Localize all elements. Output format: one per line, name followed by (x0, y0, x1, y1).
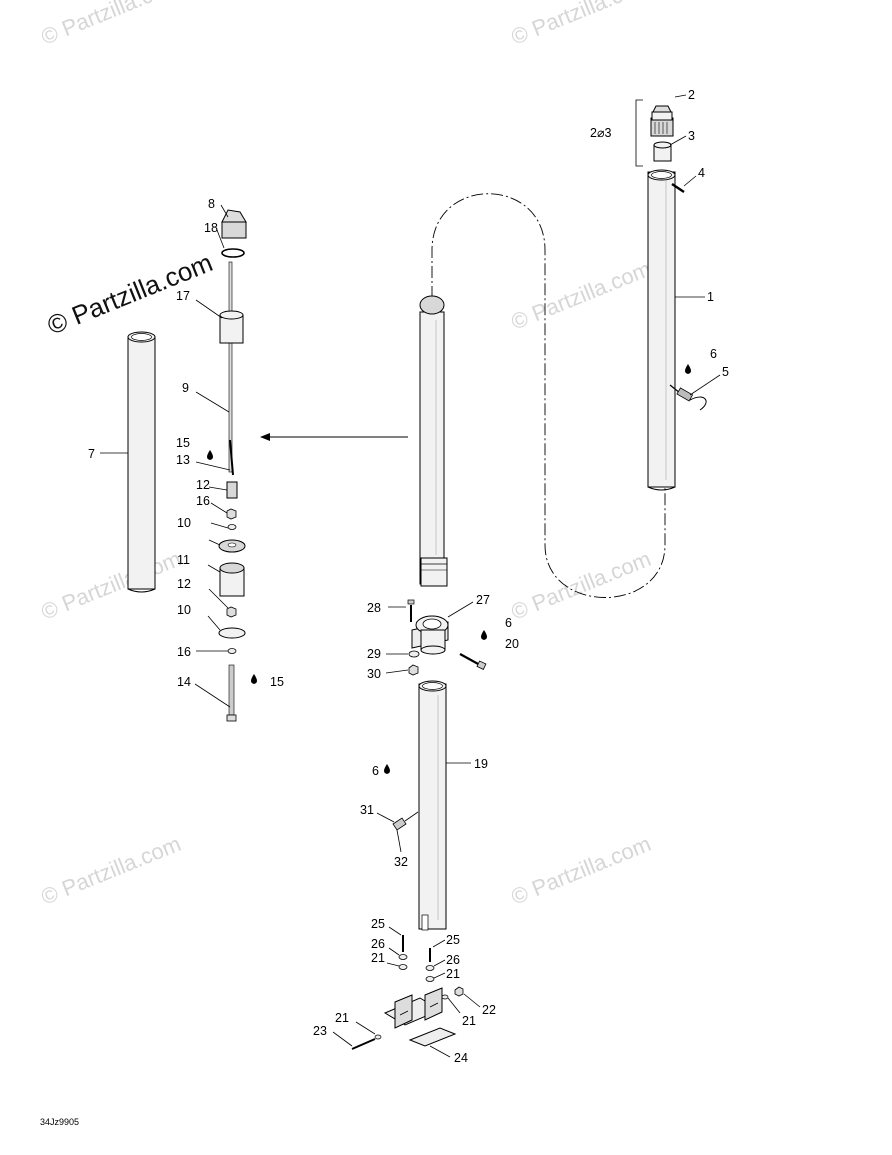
lubricant-drop-icon (685, 364, 691, 374)
callout-26: 26 (371, 937, 385, 951)
bolt-20 (459, 653, 487, 670)
tube-7 (127, 331, 156, 593)
inner-tube (419, 295, 448, 587)
callout-10: 10 (177, 516, 191, 530)
housing-27 (411, 615, 449, 655)
callout-14: 14 (177, 675, 191, 689)
screw-28 (407, 599, 415, 622)
callout-23: 23 (313, 1024, 327, 1038)
lubricant-drop-icon (481, 630, 487, 640)
callout-27: 27 (476, 593, 490, 607)
watermark-text: © Partzilla.com (508, 256, 655, 335)
callout-32: 32 (394, 855, 408, 869)
callout-2o3: 2⌀3 (590, 126, 611, 140)
bolt-23 (351, 1034, 382, 1050)
callout-24: 24 (454, 1051, 468, 1065)
callout-labels: 2 2⌀3 3 4 1 6 5 8 18 17 9 7 15 13 12 16 … (88, 88, 729, 1065)
o-ring-18 (221, 248, 245, 258)
direction-arrow (260, 433, 408, 441)
watermark-text: © Partzilla.com (508, 546, 655, 625)
watermark-text: © Partzilla.com (38, 831, 185, 910)
lubricant-drop-icon (207, 450, 213, 460)
connection-loop (431, 193, 666, 598)
callout-8: 8 (208, 197, 215, 211)
callout-6: 6 (710, 347, 717, 361)
callout-19: 19 (474, 757, 488, 771)
disc-10a (218, 539, 246, 553)
cap-8 (221, 209, 247, 239)
washer-16b (227, 648, 237, 654)
callout-30: 30 (367, 667, 381, 681)
callout-21: 21 (462, 1014, 476, 1028)
cylinder-11 (219, 562, 245, 597)
nut-12a (226, 508, 237, 520)
nut-30 (408, 664, 419, 676)
cap-2 (650, 105, 674, 137)
callout-12: 12 (177, 577, 191, 591)
callout-29: 29 (367, 647, 381, 661)
callout-22: 22 (482, 1003, 496, 1017)
tube-1 (647, 169, 676, 491)
washers-left (398, 954, 408, 970)
callout-5: 5 (722, 365, 729, 379)
lubricant-drop-icon (384, 764, 390, 774)
callout-21: 21 (446, 967, 460, 981)
bolt-14 (226, 664, 237, 722)
bushing-17 (219, 310, 244, 344)
screw-4 (671, 182, 685, 194)
callout-20: 20 (505, 637, 519, 651)
callout-9: 9 (182, 381, 189, 395)
callout-4: 4 (698, 166, 705, 180)
callout-16: 16 (177, 645, 191, 659)
washer-16a (227, 524, 237, 530)
callout-1: 1 (707, 290, 714, 304)
diagram-code: 34Jz9905 (40, 1117, 79, 1127)
callout-18: 18 (204, 221, 218, 235)
nut-13 (226, 481, 238, 499)
callout-16: 16 (196, 494, 210, 508)
washers-right (425, 965, 435, 982)
callout-15: 15 (270, 675, 284, 689)
callout-28: 28 (367, 601, 381, 615)
watermark-text: © Partzilla.com (38, 0, 185, 50)
bracket-2o3 (635, 99, 643, 167)
callout-6: 6 (505, 616, 512, 630)
callout-25: 25 (446, 933, 460, 947)
callout-26: 26 (446, 953, 460, 967)
callout-11: 11 (177, 553, 190, 567)
watermark-text-dark: © Partzilla.com (43, 247, 217, 340)
watermark-text: © Partzilla.com (508, 0, 655, 50)
callout-25: 25 (371, 917, 385, 931)
callout-6: 6 (372, 764, 379, 778)
washer-29 (408, 650, 420, 658)
callout-3: 3 (688, 129, 695, 143)
nut-12b (226, 606, 237, 618)
callout-21: 21 (335, 1011, 349, 1025)
lubricant-drop-icon (251, 674, 257, 684)
callout-21: 21 (371, 951, 385, 965)
callout-13: 13 (176, 453, 190, 467)
callout-12: 12 (196, 478, 210, 492)
rod-9 (228, 261, 234, 476)
callout-31: 31 (360, 803, 374, 817)
callout-7: 7 (88, 447, 95, 461)
callout-10: 10 (177, 603, 191, 617)
grease-fitting-31 (392, 811, 419, 831)
callout-15: 15 (176, 436, 190, 450)
callout-2: 2 (688, 88, 695, 102)
nut-22 (441, 986, 464, 1000)
watermark-text: © Partzilla.com (38, 546, 185, 625)
bushing-3 (653, 141, 672, 162)
bracket-24 (383, 987, 457, 1047)
leader-lines (100, 94, 721, 1058)
tube-19 (418, 680, 447, 931)
pin-5 (669, 384, 707, 411)
watermark-text: © Partzilla.com (508, 831, 655, 910)
callout-17: 17 (176, 289, 190, 303)
disc-10b (218, 627, 246, 639)
